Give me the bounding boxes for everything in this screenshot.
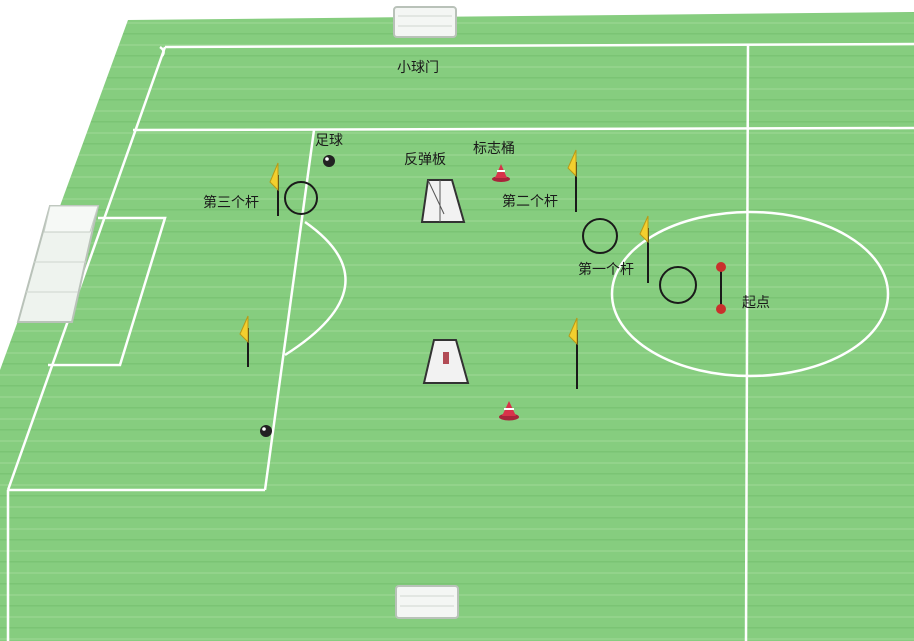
label-rebound-board: 反弹板	[404, 152, 446, 168]
label-second-pole: 第二个杆	[502, 193, 558, 210]
goal-top	[394, 7, 456, 37]
label-marker-cone: 标志桶	[473, 141, 515, 157]
football-icon	[260, 425, 272, 437]
label-start-point: 起点	[742, 295, 770, 311]
label-small-goal: 小球门	[397, 60, 439, 76]
football-icon	[323, 155, 335, 167]
label-first-pole: 第一个杆	[578, 261, 634, 278]
label-third-pole: 第三个杆	[203, 194, 259, 211]
label-football: 足球	[315, 133, 343, 149]
pitch-surface	[0, 12, 914, 641]
goal-bottom	[396, 586, 458, 618]
